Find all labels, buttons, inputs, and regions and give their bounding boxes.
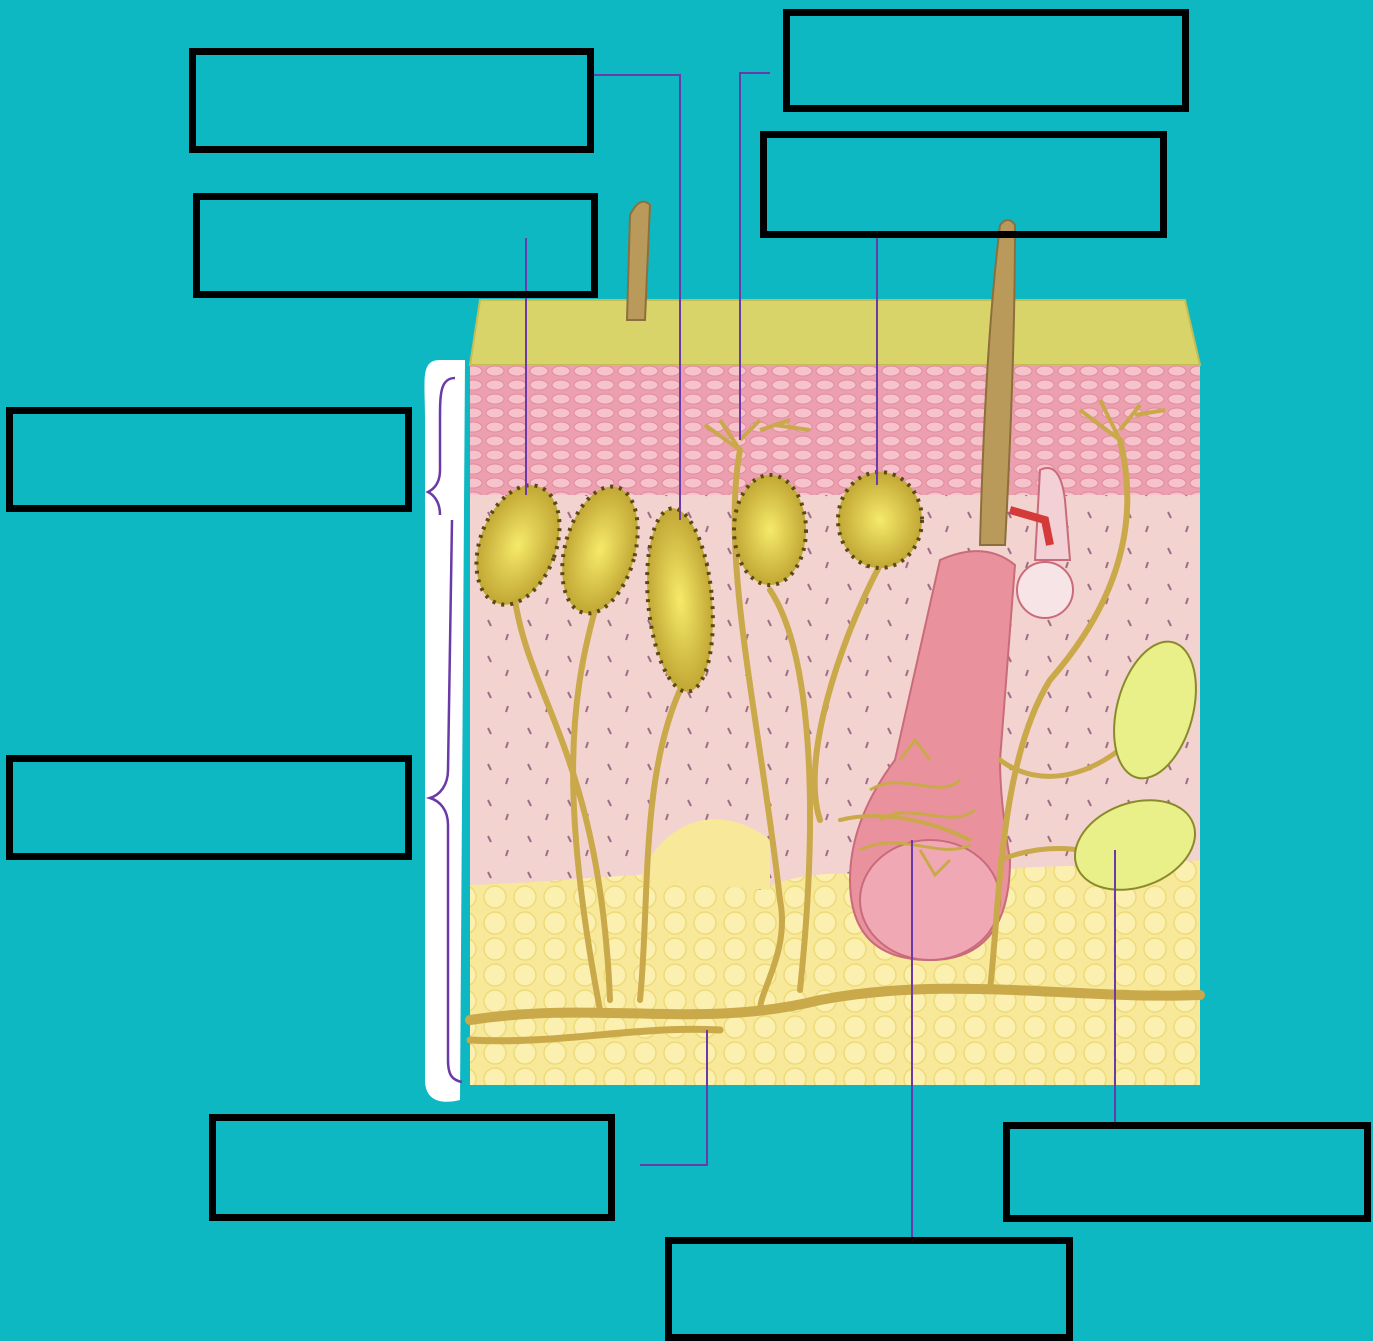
dermis-bracket (424, 360, 465, 1102)
label-box-5[interactable] (6, 407, 412, 512)
label-box-2[interactable] (193, 193, 598, 298)
label-box-6[interactable] (6, 755, 412, 860)
label-box-9[interactable] (665, 1237, 1073, 1341)
label-box-7[interactable] (209, 1114, 615, 1221)
label-box-4[interactable] (760, 131, 1167, 238)
label-box-1[interactable] (189, 48, 594, 153)
hair-shaft-left (627, 202, 650, 320)
hair-bulb (860, 840, 1000, 960)
label-box-8[interactable] (1003, 1122, 1371, 1222)
label-box-3[interactable] (783, 9, 1189, 112)
